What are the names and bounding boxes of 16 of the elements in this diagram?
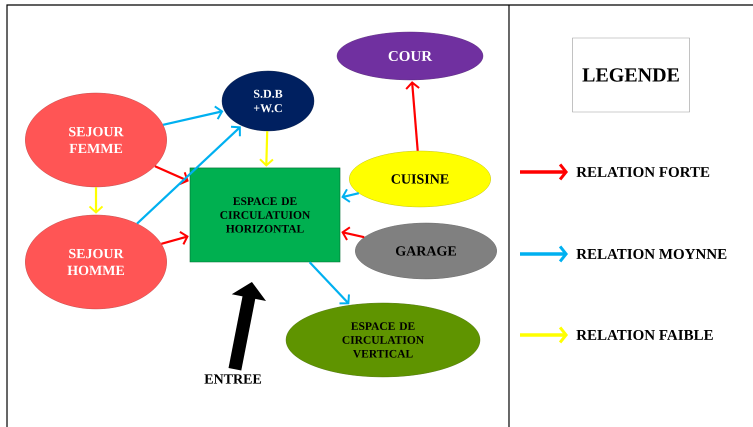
arrow bbox=[162, 106, 224, 126]
legend-title-box: LEGENDE bbox=[572, 38, 690, 112]
arrow bbox=[405, 81, 420, 151]
legend-label: RELATION FAIBLE bbox=[576, 330, 713, 340]
arrow bbox=[341, 226, 364, 240]
arrow bbox=[154, 165, 189, 186]
arrow bbox=[136, 126, 241, 224]
arrow bbox=[161, 231, 189, 245]
arrow bbox=[88, 187, 104, 214]
legend-label: RELATION MOYNNE bbox=[576, 248, 726, 260]
arrow bbox=[308, 262, 350, 304]
legend-label: RELATION FORTE bbox=[576, 166, 710, 178]
circulation-box: ESPACE DE CIRCULATUION HORIZONTAL bbox=[190, 168, 340, 262]
arrow bbox=[259, 131, 274, 167]
entrance-label: ENTREE bbox=[204, 374, 262, 384]
arrow bbox=[341, 188, 360, 203]
